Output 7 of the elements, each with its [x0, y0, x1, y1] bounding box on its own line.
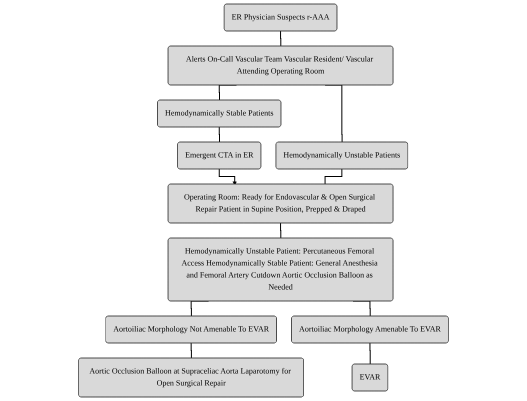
- arrow: [218, 168, 237, 186]
- connector: [324, 168, 343, 185]
- connector: [369, 342, 371, 365]
- connector: [280, 222, 282, 239]
- connector: [218, 126, 220, 143]
- connector: [190, 342, 192, 359]
- connector: [280, 30, 282, 47]
